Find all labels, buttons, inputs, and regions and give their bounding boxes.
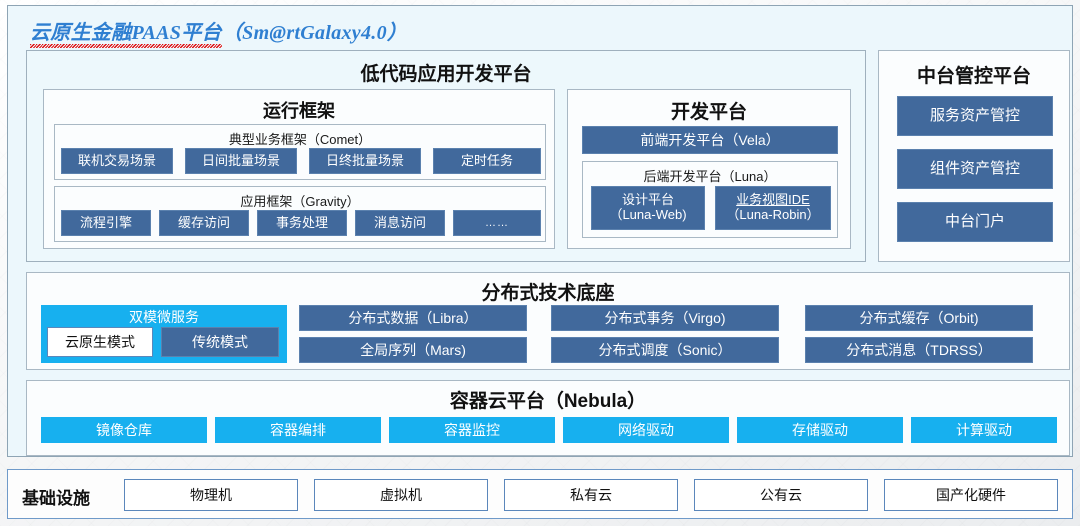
box-dbase-c2-1[interactable]: 分布式调度（Sonic）	[551, 337, 779, 363]
midcontrol-heading: 中台管控平台	[916, 66, 1031, 87]
box-infra-1[interactable]: 虚拟机	[314, 479, 488, 511]
container-cloud-heading: 容器云平台（Nebula）	[449, 391, 647, 412]
section-lowcode-platform: 低代码应用开发平台 运行框架 典型业务框架（Comet） 联机交易场景 日间批量…	[26, 50, 866, 262]
box-infra-2[interactable]: 私有云	[504, 479, 678, 511]
box-midcontrol-2[interactable]: 中台门户	[897, 202, 1053, 242]
section-container-cloud: 容器云平台（Nebula） 镜像仓库 容器编排 容器监控 网络驱动 存储驱动 计…	[26, 380, 1070, 456]
luna-subtitle: 后端开发平台（Luna）	[643, 169, 777, 184]
box-comet-1[interactable]: 日间批量场景	[185, 148, 297, 174]
subsection-runtime-framework: 运行框架 典型业务框架（Comet） 联机交易场景 日间批量场景 日终批量场景 …	[43, 89, 555, 249]
box-traditional-mode[interactable]: 传统模式	[161, 327, 279, 357]
box-gravity-2[interactable]: 事务处理	[257, 210, 347, 236]
box-infra-0[interactable]: 物理机	[124, 479, 298, 511]
box-dbase-c1-1[interactable]: 全局序列（Mars)	[299, 337, 527, 363]
box-gravity-1[interactable]: 缓存访问	[159, 210, 249, 236]
box-luna-robin-line1: 业务视图IDE	[736, 192, 810, 208]
infrastructure-label: 基础设施	[22, 489, 90, 508]
box-gravity-4[interactable]: ……	[453, 210, 541, 236]
runtime-heading: 运行框架	[263, 101, 335, 121]
section-midcontrol-platform: 中台管控平台 服务资产管控 组件资产管控 中台门户	[878, 50, 1070, 262]
box-nebula-3[interactable]: 网络驱动	[563, 417, 729, 443]
box-nebula-4[interactable]: 存储驱动	[737, 417, 903, 443]
box-nebula-2[interactable]: 容器监控	[389, 417, 555, 443]
page-title-main: 云原生金融PAAS平台	[30, 22, 222, 48]
comet-subtitle: 典型业务框架（Comet）	[228, 132, 372, 147]
box-comet-2[interactable]: 日终批量场景	[309, 148, 421, 174]
box-infra-3[interactable]: 公有云	[694, 479, 868, 511]
box-gravity-0[interactable]: 流程引擎	[61, 210, 151, 236]
box-nebula-5[interactable]: 计算驱动	[911, 417, 1057, 443]
box-dbase-c1-0[interactable]: 分布式数据（Libra）	[299, 305, 527, 331]
box-luna-web-line1: 设计平台	[621, 192, 674, 208]
box-nebula-1[interactable]: 容器编排	[215, 417, 381, 443]
box-dbase-c3-0[interactable]: 分布式缓存（Orbit)	[805, 305, 1033, 331]
box-dbase-c2-0[interactable]: 分布式事务（Virgo)	[551, 305, 779, 331]
subsection-dev-platform: 开发平台 前端开发平台（Vela） 后端开发平台（Luna） 设计平台 （Lun…	[567, 89, 851, 249]
box-comet-0[interactable]: 联机交易场景	[61, 148, 173, 174]
box-gravity-3[interactable]: 消息访问	[355, 210, 445, 236]
lowcode-heading: 低代码应用开发平台	[360, 64, 532, 85]
page-title: 云原生金融PAAS平台（Sm@rtGalaxy4.0）	[30, 16, 408, 48]
group-dualmode-microservice: 双模微服务 云原生模式 传统模式	[41, 305, 287, 363]
group-gravity: 应用框架（Gravity） 流程引擎 缓存访问 事务处理 消息访问 ……	[54, 186, 546, 242]
section-infrastructure: 基础设施 物理机 虚拟机 私有云 公有云 国产化硬件	[7, 469, 1073, 519]
devplatform-heading: 开发平台	[670, 102, 747, 123]
section-distributed-base: 分布式技术底座 双模微服务 云原生模式 传统模式 分布式数据（Libra） 全局…	[26, 272, 1070, 370]
box-nebula-0[interactable]: 镜像仓库	[41, 417, 207, 443]
group-luna: 后端开发平台（Luna） 设计平台 （Luna-Web) 业务视图IDE （Lu…	[582, 161, 838, 238]
gravity-subtitle: 应用框架（Gravity）	[240, 194, 360, 209]
box-cloud-native-mode[interactable]: 云原生模式	[47, 327, 153, 357]
box-midcontrol-1[interactable]: 组件资产管控	[897, 149, 1053, 189]
box-luna-web[interactable]: 设计平台 （Luna-Web)	[591, 186, 705, 230]
platform-frame: 云原生金融PAAS平台（Sm@rtGalaxy4.0） 低代码应用开发平台 运行…	[7, 5, 1073, 457]
box-comet-3[interactable]: 定时任务	[433, 148, 541, 174]
box-dbase-c3-1[interactable]: 分布式消息（TDRSS）	[805, 337, 1033, 363]
box-frontend-vela[interactable]: 前端开发平台（Vela）	[582, 126, 838, 154]
box-luna-robin[interactable]: 业务视图IDE （Luna-Robin）	[715, 186, 831, 230]
page-title-suffix: （Sm@rtGalaxy4.0）	[221, 22, 408, 44]
box-midcontrol-0[interactable]: 服务资产管控	[897, 96, 1053, 136]
box-luna-robin-line2: （Luna-Robin）	[726, 207, 820, 222]
distributed-base-heading: 分布式技术底座	[481, 283, 615, 304]
group-comet: 典型业务框架（Comet） 联机交易场景 日间批量场景 日终批量场景 定时任务	[54, 124, 546, 180]
dualmode-title: 双模微服务	[129, 309, 199, 325]
box-luna-web-line2: （Luna-Web)	[609, 207, 687, 222]
box-infra-4[interactable]: 国产化硬件	[884, 479, 1058, 511]
